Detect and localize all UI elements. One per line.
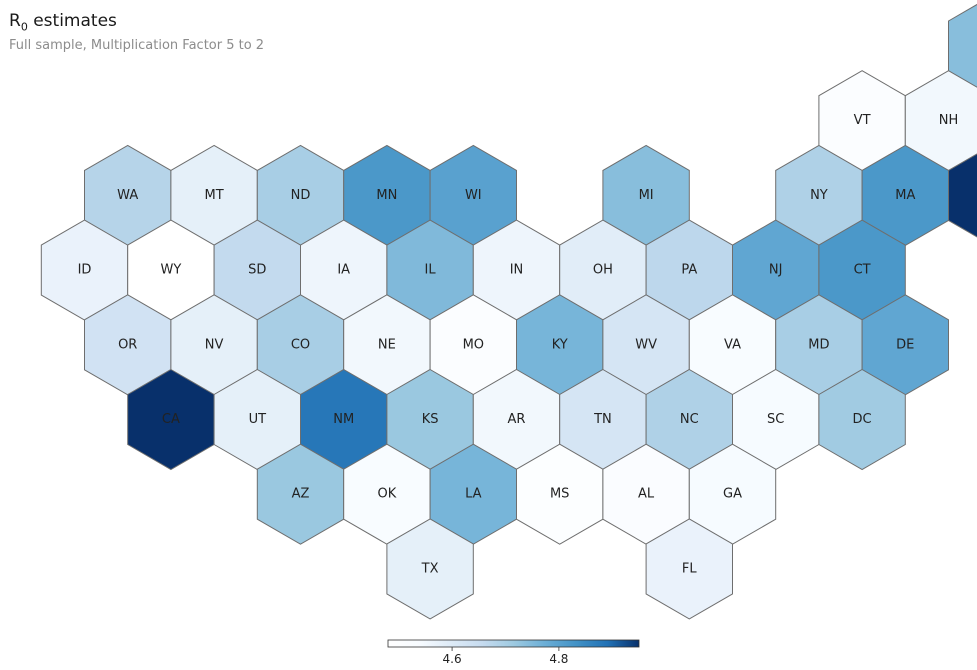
colorbar: 4.6 4.8 <box>387 639 640 666</box>
hex-tile <box>386 518 474 620</box>
state-label: NH <box>939 113 959 128</box>
state-hex-nh: NH <box>904 70 977 172</box>
state-label: NY <box>810 188 828 203</box>
map-subtitle: Full sample, Multiplication Factor 5 to … <box>9 38 265 53</box>
state-label: MD <box>808 337 829 352</box>
state-label: NE <box>378 337 396 352</box>
state-label: MA <box>895 188 915 203</box>
state-label: ND <box>291 188 311 203</box>
state-label: ID <box>78 263 92 278</box>
state-label: VA <box>724 337 741 352</box>
state-hex-vt: VT <box>818 70 906 172</box>
state-label: LA <box>465 487 482 502</box>
state-label: SD <box>248 263 266 278</box>
state-label: TX <box>421 561 439 576</box>
state-label: CA <box>162 412 180 427</box>
state-hex-mi: MI <box>602 144 690 246</box>
colorbar-tick-label: 4.6 <box>443 652 462 666</box>
state-hex-al: AL <box>602 443 690 545</box>
state-label: OK <box>378 487 397 502</box>
state-label: KS <box>422 412 439 427</box>
state-label: FL <box>682 561 697 576</box>
state-label: CO <box>291 337 310 352</box>
state-label: GA <box>723 487 742 502</box>
state-label: NJ <box>769 263 783 278</box>
state-label: CT <box>854 263 871 278</box>
state-hex-ky: KY <box>516 294 604 396</box>
state-label: IA <box>337 263 350 278</box>
hex-tile <box>645 518 733 620</box>
state-label: AL <box>638 487 655 502</box>
state-label: SC <box>767 412 784 427</box>
state-hex-ri: RI <box>948 153 977 238</box>
state-hexes: ME VT NH WA MT ND MN WI MI NY MA RI ID WY SD IA IL IN OH PA… <box>40 3 977 620</box>
state-hex-dc: DC <box>818 368 906 471</box>
state-label: WY <box>161 263 182 278</box>
state-label: MT <box>205 188 224 203</box>
state-hex-me: ME <box>948 3 977 89</box>
state-label: PA <box>681 263 697 278</box>
state-label: AR <box>508 412 526 427</box>
state-label: KY <box>552 337 568 352</box>
state-hex-az: AZ <box>256 443 345 545</box>
state-hex-mt: MT <box>170 144 258 246</box>
state-label: MO <box>463 337 484 352</box>
state-label: DC <box>853 412 872 427</box>
state-label: IN <box>510 263 524 278</box>
state-label: NV <box>205 337 224 352</box>
map-title: R0 estimates <box>9 11 117 34</box>
state-label: NM <box>333 412 354 427</box>
state-label: WA <box>117 188 138 203</box>
state-label: WI <box>465 188 482 203</box>
state-label: IL <box>425 263 437 278</box>
state-label: DE <box>896 337 914 352</box>
state-label: MS <box>550 487 569 502</box>
state-label: AZ <box>292 487 310 502</box>
state-label: VT <box>854 113 871 128</box>
colorbar-gradient <box>387 639 640 648</box>
state-label: MI <box>639 188 654 203</box>
state-hex-fl: FL <box>645 518 733 620</box>
colorbar-ticks: 4.6 4.8 <box>443 647 568 666</box>
hex-tile <box>948 3 977 89</box>
state-label: MN <box>376 188 397 203</box>
state-hex-tx: TX <box>386 518 474 620</box>
state-hex-pa: PA <box>645 219 733 321</box>
hex-tile <box>818 368 906 471</box>
state-hex-id: ID <box>40 219 129 321</box>
state-hex-ca: CA <box>127 368 215 471</box>
state-label: OH <box>593 263 613 278</box>
state-label: OR <box>118 337 137 352</box>
state-label: NC <box>680 412 699 427</box>
colorbar-tick-label: 4.8 <box>549 652 568 666</box>
hex-tile <box>948 153 977 238</box>
state-label: TN <box>593 412 612 427</box>
state-label: UT <box>249 412 267 427</box>
state-label: WV <box>635 337 657 352</box>
